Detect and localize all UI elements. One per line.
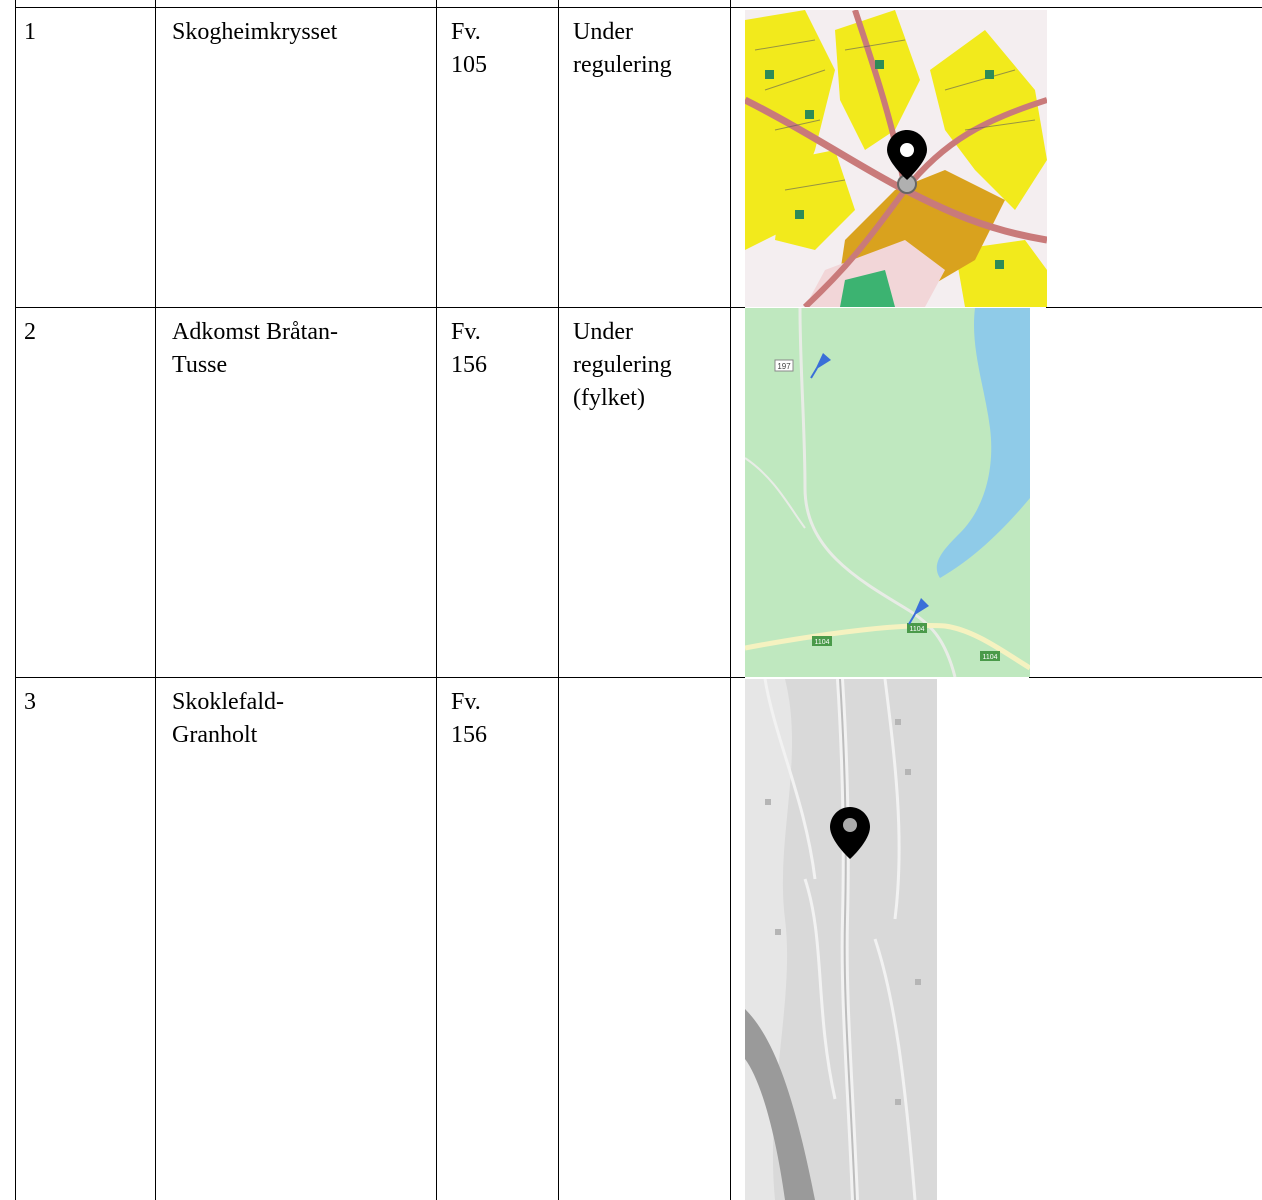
row-1-road: Fv. 105 <box>451 16 487 82</box>
map-image-road-map: 197 1104 1104 1104 <box>745 308 1030 677</box>
map-image-zoning-plan <box>745 10 1047 307</box>
row-2-number: 2 <box>24 316 36 349</box>
name-line: Skogheimkrysset <box>172 19 338 45</box>
road-line: Fv. <box>451 689 481 715</box>
row-number-text: 2 <box>24 319 36 345</box>
row-2-status: Under regulering (fylket) <box>573 316 672 415</box>
row-2-road: Fv. 156 <box>451 316 487 382</box>
name-line: Tusse <box>172 352 228 378</box>
status-line: Under <box>573 19 633 45</box>
table-column-divider <box>558 0 559 1200</box>
table-column-divider <box>436 0 437 1200</box>
status-line: Under <box>573 319 633 345</box>
row-1-status: Under regulering <box>573 16 672 82</box>
table-row-divider <box>15 307 745 308</box>
table-row-divider <box>15 677 745 678</box>
row-number-text: 3 <box>24 689 36 715</box>
row-2-name: Adkomst Bråtan- Tusse <box>172 316 338 382</box>
road-line: 105 <box>451 52 487 78</box>
row-1-name: Skogheimkrysset <box>172 16 337 49</box>
table-border-top <box>15 7 1262 8</box>
status-line: (fylket) <box>573 385 645 411</box>
row-3-road: Fv. 156 <box>451 686 487 752</box>
row-3-number: 3 <box>24 686 36 719</box>
table-column-divider <box>155 0 156 1200</box>
table-row-divider <box>1029 677 1262 678</box>
road-line: 156 <box>451 722 487 748</box>
map-image-greyscale <box>745 679 937 1200</box>
row-3-name: Skoklefald- Granholt <box>172 686 284 752</box>
road-line: 156 <box>451 352 487 378</box>
map-label: 1104 <box>814 639 829 646</box>
status-line: regulering <box>573 352 672 378</box>
road-line: Fv. <box>451 319 481 345</box>
road-line: Fv. <box>451 19 481 45</box>
table-column-divider <box>730 0 731 1200</box>
map-pin-icon <box>908 598 929 625</box>
name-line: Adkomst Bråtan- <box>172 319 338 345</box>
map-label: 1104 <box>909 626 924 633</box>
map-label: 197 <box>777 362 791 371</box>
map-label: 1104 <box>982 654 997 661</box>
table-row-divider <box>1046 307 1262 308</box>
row-1-number: 1 <box>24 16 36 49</box>
status-line: regulering <box>573 52 672 78</box>
name-line: Skoklefald- <box>172 689 284 715</box>
map-pin-icon <box>810 353 831 379</box>
row-number-text: 1 <box>24 19 36 45</box>
name-line: Granholt <box>172 722 258 748</box>
table-border-left <box>15 0 16 1200</box>
